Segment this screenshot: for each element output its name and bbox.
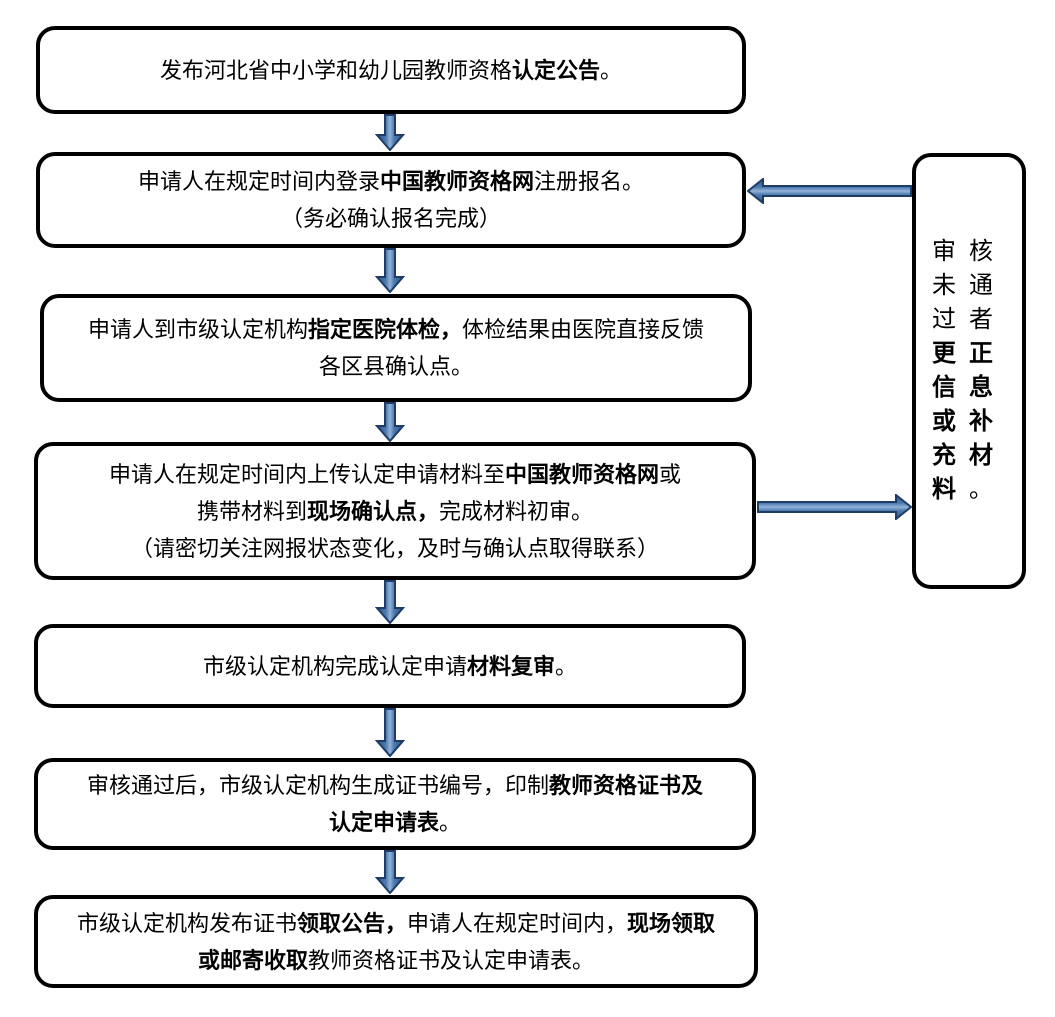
- arrow-step1-to-step2-icon: [375, 114, 405, 151]
- arrow-revision-to-step2-icon: [747, 178, 912, 204]
- step-2-box: 申请人在规定时间内登录中国教师资格网注册报名。 （务必确认报名完成）: [36, 152, 746, 248]
- step-2-text-line-2: （务必确认报名完成）: [280, 206, 501, 231]
- step-1-box: 发布河北省中小学和幼儿园教师资格认定公告。: [36, 26, 746, 114]
- step-7-text-line-1: 市级认定机构发布证书领取公告，申请人在规定时间内，现场领取: [76, 910, 716, 936]
- arrow-step6-to-step7-icon: [375, 850, 405, 894]
- step-6-text-line-2: 认定申请表。: [328, 810, 462, 835]
- step-5-text: 市级认定机构完成认定申请材料复审。: [202, 653, 578, 679]
- arrow-step3-to-step4-icon: [375, 402, 405, 442]
- step-4-box: 申请人在规定时间内上传认定申请材料至中国教师资格网或 携带材料到现场确认点，完成…: [34, 442, 756, 580]
- step-4-text-line-1: 申请人在规定时间内上传认定申请材料至中国教师资格网或: [108, 461, 682, 487]
- arrow-step4-to-revision-icon: [757, 494, 912, 520]
- step-5-box: 市级认定机构完成认定申请材料复审。: [34, 624, 746, 708]
- step-3-text-line-1: 申请人到市级认定机构指定医院体检，体检结果由医院直接反馈: [87, 317, 705, 342]
- arrow-step2-to-step3-icon: [375, 248, 405, 293]
- step-7-text-line-2: 或邮寄收取教师资格证书及认定申请表。: [197, 947, 595, 973]
- step-2-text-line-1: 申请人在规定时间内登录中国教师资格网注册报名。: [137, 169, 645, 194]
- step-3-text-line-2: 各区县确认点。: [318, 354, 473, 379]
- step-6-box: 审核通过后，市级认定机构生成证书编号，印制教师资格证书及 认定申请表。: [34, 758, 756, 850]
- step-6-text-line-1: 审核通过后，市级认定机构生成证书编号，印制教师资格证书及: [86, 773, 704, 798]
- step-3-box: 申请人到市级认定机构指定医院体检，体检结果由医院直接反馈 各区县确认点。: [40, 294, 752, 402]
- revision-text: 审核未通过者更正信息或补充材料。: [932, 239, 1006, 503]
- step-4-text-line-3: （请密切关注网报状态变化，及时与确认点取得联系）: [130, 535, 659, 561]
- step-1-text: 发布河北省中小学和幼儿园教师资格认定公告。: [159, 57, 623, 83]
- arrow-step5-to-step6-icon: [375, 708, 405, 757]
- revision-box: 审核未通过者更正信息或补充材料。: [912, 153, 1026, 589]
- arrow-step4-to-step5-icon: [375, 580, 405, 624]
- step-7-box: 市级认定机构发布证书领取公告，申请人在规定时间内，现场领取 或邮寄收取教师资格证…: [34, 895, 758, 988]
- step-4-text-line-2: 携带材料到现场确认点，完成材料初审。: [196, 498, 594, 524]
